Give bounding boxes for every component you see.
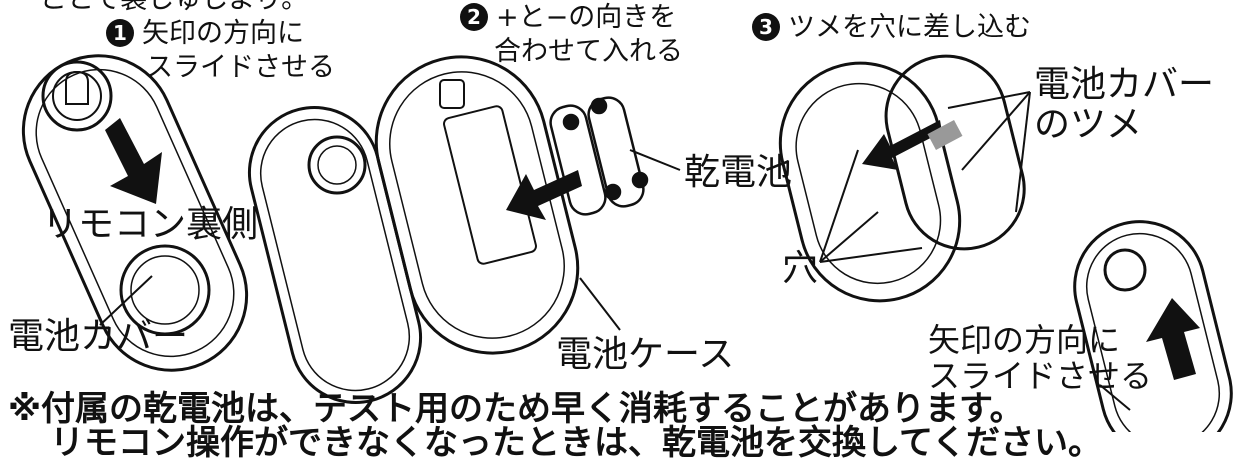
- cover-tab-highlight: [927, 120, 963, 150]
- step-2-line-1: 2 +と−の向きを: [460, 2, 676, 33]
- step-text: +と−の向きを: [496, 2, 677, 33]
- case-with-cover-illustration: [778, 54, 1026, 303]
- step-text: 矢印の方向に: [142, 18, 304, 49]
- battery-installation-diagram: [21, 54, 1233, 432]
- note-line-1: ※付属の乾電池は、テスト用のため早く消耗することがあります。: [8, 389, 1024, 429]
- step-2-line-2: 合わせて入れる: [494, 36, 683, 67]
- note-line-2: リモコン操作ができなくなったときは、乾電池を交換してください。: [50, 423, 1102, 463]
- remote-back-illustration: [21, 54, 249, 372]
- insert-tab-arrow: [862, 120, 942, 170]
- label-cover-tab-1: 電池カバー: [1034, 64, 1215, 105]
- label-cover-tab-2: のツメ: [1034, 104, 1143, 145]
- leader-line: [99, 275, 153, 326]
- battery-cover-illustration: [247, 106, 423, 404]
- slide-arrow-down: [105, 118, 162, 204]
- label-battery-cover: 電池カバー: [8, 316, 189, 357]
- closed-remote-illustration: [1073, 220, 1233, 432]
- battery-pair-illustration: [549, 96, 649, 216]
- label-remote-back: リモコン裏側: [42, 204, 259, 245]
- step-number-badge: 1: [106, 19, 134, 47]
- leader-line: [629, 149, 681, 171]
- step-number-badge: 3: [752, 13, 780, 41]
- step-number-badge: 2: [460, 3, 488, 31]
- header-cut-text: ことで装しゅしより。: [40, 0, 308, 15]
- step-1-line-1: 1 矢印の方向に: [106, 18, 304, 49]
- leader-lines: [819, 91, 1031, 263]
- label-slide-bottom-1: 矢印の方向に: [928, 321, 1121, 359]
- step-1-line-2: スライドさせる: [146, 52, 335, 83]
- leader-line: [579, 277, 621, 331]
- label-hole: 穴: [782, 248, 819, 289]
- slide-arrow-up: [1146, 298, 1200, 380]
- leader-line: [1099, 384, 1131, 411]
- battery-case-illustration: [374, 55, 580, 355]
- label-battery: 乾電池: [684, 152, 793, 193]
- label-battery-case: 電池ケース: [556, 334, 735, 375]
- step-3-line-1: 3 ツメを穴に差し込む: [752, 12, 1031, 43]
- label-slide-bottom-2: スライドさせる: [928, 357, 1153, 395]
- step-text: ツメを穴に差し込む: [788, 12, 1031, 43]
- insert-arrow: [506, 170, 582, 220]
